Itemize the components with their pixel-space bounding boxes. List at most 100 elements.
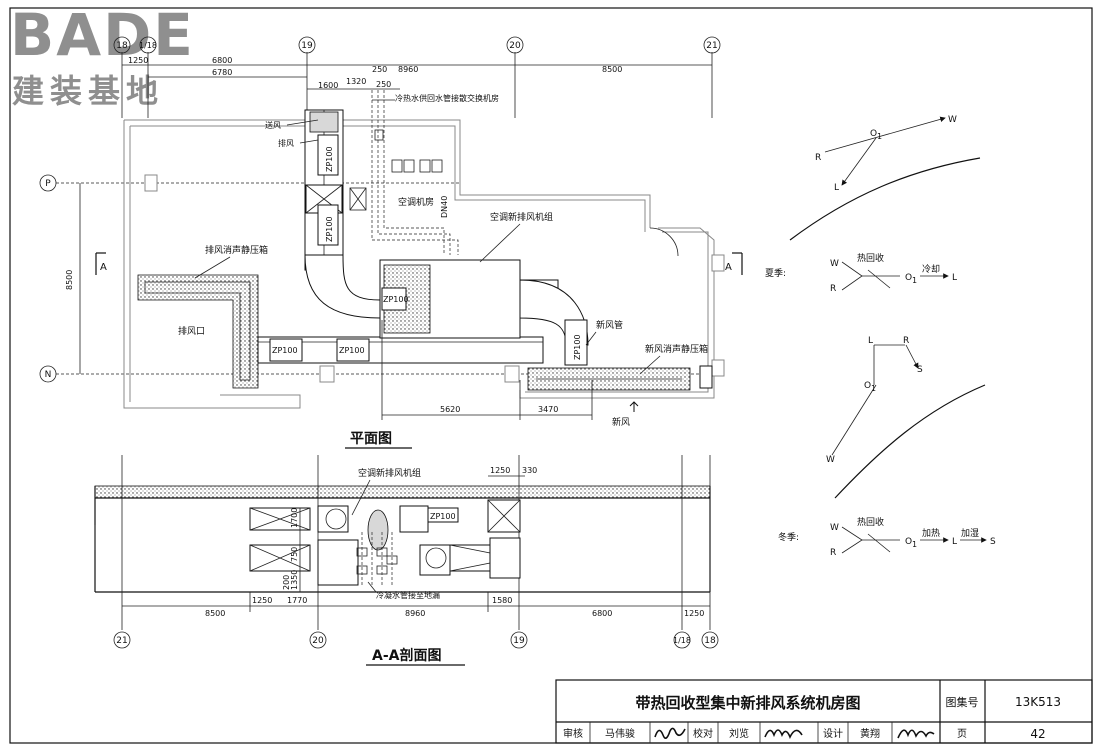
check-label: 校对: [693, 727, 713, 740]
section-axis-18: 18: [704, 636, 716, 646]
label-supply-air: 送风: [265, 120, 281, 130]
plan-axis-21: 21: [706, 41, 717, 51]
section-zp100: [427, 507, 459, 523]
chart1-r: R: [815, 153, 821, 163]
chart1-o1-sub: 1: [877, 132, 882, 141]
summer-heat-recovery: 热回收: [857, 252, 884, 264]
plan-view: 18 1/18 19 20 21 1250 6800 6780 250 8960…: [39, 36, 743, 449]
plan-zp100-vertical-text: ZP100: [325, 146, 334, 172]
dim-250b: 250: [376, 80, 391, 89]
chart2-o1-sub: 1: [871, 384, 876, 393]
logo-sub: 建装基地: [12, 72, 164, 110]
label-exhaust-air: 排风: [278, 138, 294, 148]
section-axis-bubbles: 21 20 19 1/18 18: [113, 631, 719, 649]
label-exhaust-outlet: 排风口: [178, 325, 205, 337]
exhaust-silencer-box: [137, 274, 259, 389]
winter-label: 冬季:: [778, 531, 799, 543]
page-no: 42: [1030, 727, 1045, 741]
section-dim-8960: 8960: [405, 609, 425, 618]
plan-dims-bottom: 5620 3470: [381, 320, 593, 420]
section-axis-21: 21: [116, 636, 127, 646]
label-chilled-water: 冷热水供回水管接散交换机房: [395, 93, 499, 103]
plan-walls: [123, 119, 725, 409]
chart2-o1: O: [864, 381, 871, 391]
dim-1350: 1350: [290, 570, 299, 590]
winter-w: W: [830, 523, 839, 533]
sheet-border: [9, 7, 1093, 744]
winter-l: L: [952, 537, 957, 547]
dim-8500: 8500: [602, 65, 622, 74]
plan-zp100-ahu: [381, 287, 407, 311]
section-zp100-text: ZP100: [430, 512, 456, 521]
dim-750: 750: [290, 547, 299, 562]
summer-cooling: 冷却: [922, 263, 940, 275]
section-view: ZP100 1700 750 200 1350: [94, 455, 719, 666]
section-dim-1250c: 1250: [684, 609, 704, 618]
plan-axis-1-18: 1/18: [139, 41, 157, 50]
dim-8960: 8960: [398, 65, 418, 74]
atlas-no-label: 图集号: [946, 695, 979, 709]
dim-1700: 1700: [290, 508, 299, 528]
section-mark-left: A: [100, 262, 107, 273]
dim-1600: 1600: [318, 81, 338, 90]
section-label-ahu: 空调新排风机组: [358, 467, 421, 479]
brand-logo: BADE 建装基地: [10, 1, 193, 110]
summer-o1-sub: 1: [912, 276, 917, 285]
plan-axis-19: 19: [301, 41, 313, 51]
plan-dims-top: 1250 6800 6780 250 8960 8500 1600 1320 2…: [122, 56, 712, 90]
chart2-l: L: [868, 336, 873, 346]
dim-3470: 3470: [538, 405, 558, 414]
section-dim-1580: 1580: [492, 596, 512, 605]
plan-axis-left: P N 8500: [39, 174, 720, 383]
section-dim-6800: 6800: [592, 609, 612, 618]
winter-r: R: [830, 548, 836, 558]
dim-250a: 250: [372, 65, 387, 74]
label-ahu-unit: 空调新排风机组: [490, 211, 553, 223]
plan-zp100-2: [336, 338, 370, 362]
section-coil-valves: [356, 532, 398, 585]
winter-o1-sub: 1: [912, 540, 917, 549]
drawing-title: 带热回收型集中新排风系统机房图: [635, 694, 860, 712]
dim-6780: 6780: [212, 68, 232, 77]
atlas-no: 13K513: [1015, 695, 1061, 709]
plan-axis-20: 20: [509, 41, 521, 51]
section-dim-330: 330: [522, 466, 537, 475]
summer-r: R: [830, 284, 836, 294]
section-marks: A A: [95, 252, 743, 275]
winter-o1: O: [905, 537, 912, 547]
label-ahu-room: 空调机房: [398, 196, 434, 208]
dim-200: 200: [282, 575, 291, 590]
section-axis-1-18: 1/18: [673, 636, 691, 645]
review-label: 审核: [563, 727, 583, 740]
chart2-s: S: [917, 365, 923, 375]
designer-signature: [897, 729, 935, 739]
dim-6800: 6800: [212, 56, 232, 65]
dim-5620: 5620: [440, 405, 460, 414]
dim-1320: 1320: [346, 77, 366, 86]
winter-heating: 加热: [922, 527, 940, 539]
section-dim-8500: 8500: [205, 609, 225, 618]
designer: 黄翔: [860, 727, 880, 740]
label-fresh-duct: 新风管: [596, 319, 623, 331]
plan-axis-P: P: [45, 179, 51, 189]
process-summer: 夏季: W R 热回收 O 1 冷却 L: [765, 252, 957, 294]
winter-s: S: [990, 537, 996, 547]
label-fresh-silencer: 新风消声静压箱: [645, 343, 708, 355]
section-mark-right: A: [725, 262, 732, 273]
winter-heat-recovery: 热回收: [857, 516, 884, 528]
plan-zp100-1-text: ZP100: [272, 346, 298, 355]
plan-zp100-vertical-2-text: ZP100: [325, 216, 334, 242]
chart2-r: R: [903, 336, 909, 346]
section-dim-1250: 1250: [490, 466, 510, 475]
plan-zp100-fresh-text: ZP100: [573, 334, 582, 360]
design-label: 设计: [823, 727, 843, 740]
summer-label: 夏季:: [765, 267, 786, 279]
section-axis-19: 19: [513, 636, 525, 646]
page-label: 页: [957, 728, 967, 740]
chart1-o1: O: [870, 129, 877, 139]
reviewer: 马伟骏: [605, 727, 635, 740]
section-dim-1770: 1770: [287, 596, 307, 605]
section-dims-side: 1700 750 200 1350: [282, 508, 301, 592]
section-dim-1250b: 1250: [252, 596, 272, 605]
